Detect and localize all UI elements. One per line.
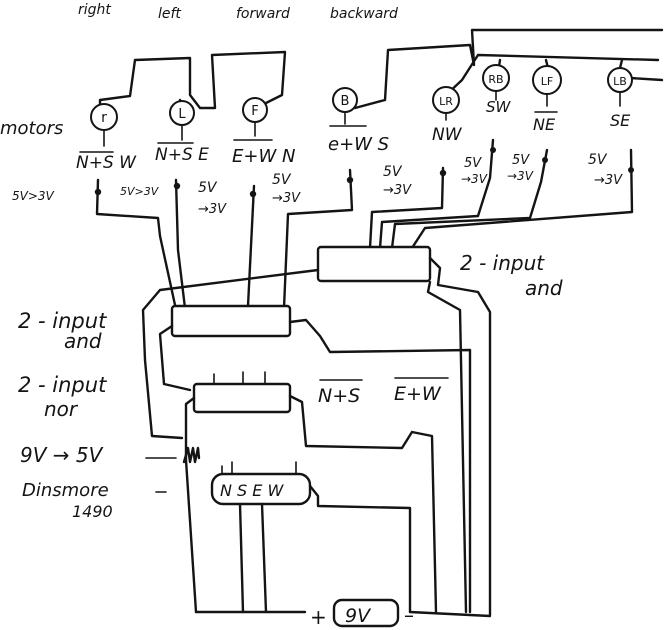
motor-lf-signal: NE (533, 115, 556, 134)
motor-l: L (169, 100, 195, 126)
motor-l-signal: N+S E (155, 145, 209, 165)
motor-rb-label: RB (488, 73, 503, 86)
signal-wires (95, 138, 634, 310)
and-gate-left-label-2: and (64, 329, 102, 353)
converter-5-top: 5V (383, 164, 403, 180)
battery-label: 9V (345, 605, 372, 627)
converter-3-top: 5V (198, 180, 218, 196)
nor-gate (192, 382, 292, 414)
nor-gate-label-2: nor (44, 397, 79, 421)
motor-lr-signal: NW (432, 125, 463, 145)
compass-label-1: Dinsmore (22, 480, 109, 501)
motor-f: F (242, 97, 268, 123)
motor-stubs (103, 90, 621, 147)
left-and-wires (158, 318, 472, 614)
converter-5-bot: →3V (383, 183, 412, 198)
motor-r-label: r (101, 110, 107, 126)
right-and-wires (141, 256, 492, 617)
motor-lf-label: LF (541, 75, 553, 88)
battery-plus: + (310, 605, 327, 629)
junction-dots (94, 147, 634, 198)
direction-forward-label: forward (236, 6, 290, 22)
motor-b-label: B (341, 94, 350, 109)
motor-f-label: F (251, 104, 258, 119)
battery-minus: – (404, 603, 414, 627)
nor-output-ew: E+W (394, 383, 442, 405)
motor-rb-signal: SW (486, 98, 512, 116)
and-gate-right (316, 245, 432, 283)
motor-lr: LR (432, 86, 460, 114)
and-gate-right-label-2: and (525, 276, 563, 300)
motor-rb: RB (482, 64, 510, 92)
converter-6-top: 5V (464, 156, 482, 171)
motor-r-signal: N+S W (76, 153, 137, 173)
and-gate-right-label-1: 2 - input (460, 251, 545, 275)
motor-r: r (90, 103, 118, 131)
converter-6-bot: →3V (461, 172, 488, 186)
converter-2-label: 5V>3V (120, 185, 160, 198)
regulator-label: 9V → 5V (20, 443, 104, 467)
compass-pins: N S E W (220, 481, 284, 500)
motor-b-signal: e+W S (328, 134, 389, 155)
converter-7-top: 5V (512, 153, 530, 168)
nor-output-ns: N+S (318, 385, 360, 407)
motor-lr-label: LR (439, 95, 453, 108)
converter-3-bot: →3V (198, 202, 227, 217)
direction-right-label: right (78, 2, 111, 18)
converter-4-top: 5V (272, 172, 292, 188)
regulator-symbol (182, 446, 201, 464)
nor-wires (184, 394, 438, 614)
motor-lb-label: LB (613, 75, 627, 88)
converter-8-bot: →3V (594, 173, 623, 188)
motor-lb: LB (607, 67, 633, 93)
compass-wires (238, 484, 412, 614)
direction-backward-label: backward (330, 6, 398, 22)
motors-label: motors (0, 118, 63, 139)
motor-b: B (332, 87, 358, 113)
motor-lb-signal: SE (610, 111, 631, 130)
converter-1-label: 5V>3V (12, 189, 55, 203)
converter-4-bot: →3V (272, 191, 301, 206)
power-bus (194, 610, 492, 618)
and-gate-left (170, 304, 292, 338)
motor-lf: LF (532, 65, 562, 95)
motor-l-label: L (178, 107, 186, 122)
motor-f-signal: E+W N (232, 146, 295, 167)
converter-7-bot: →3V (507, 169, 534, 183)
direction-left-label: left (158, 6, 181, 22)
and-gate-left-label-1: 2 - input (18, 309, 107, 333)
converter-8-top: 5V (588, 152, 608, 168)
compass-label-2: 1490 (72, 502, 113, 521)
battery-9v (332, 598, 400, 628)
nor-gate-label-1: 2 - input (18, 373, 107, 397)
